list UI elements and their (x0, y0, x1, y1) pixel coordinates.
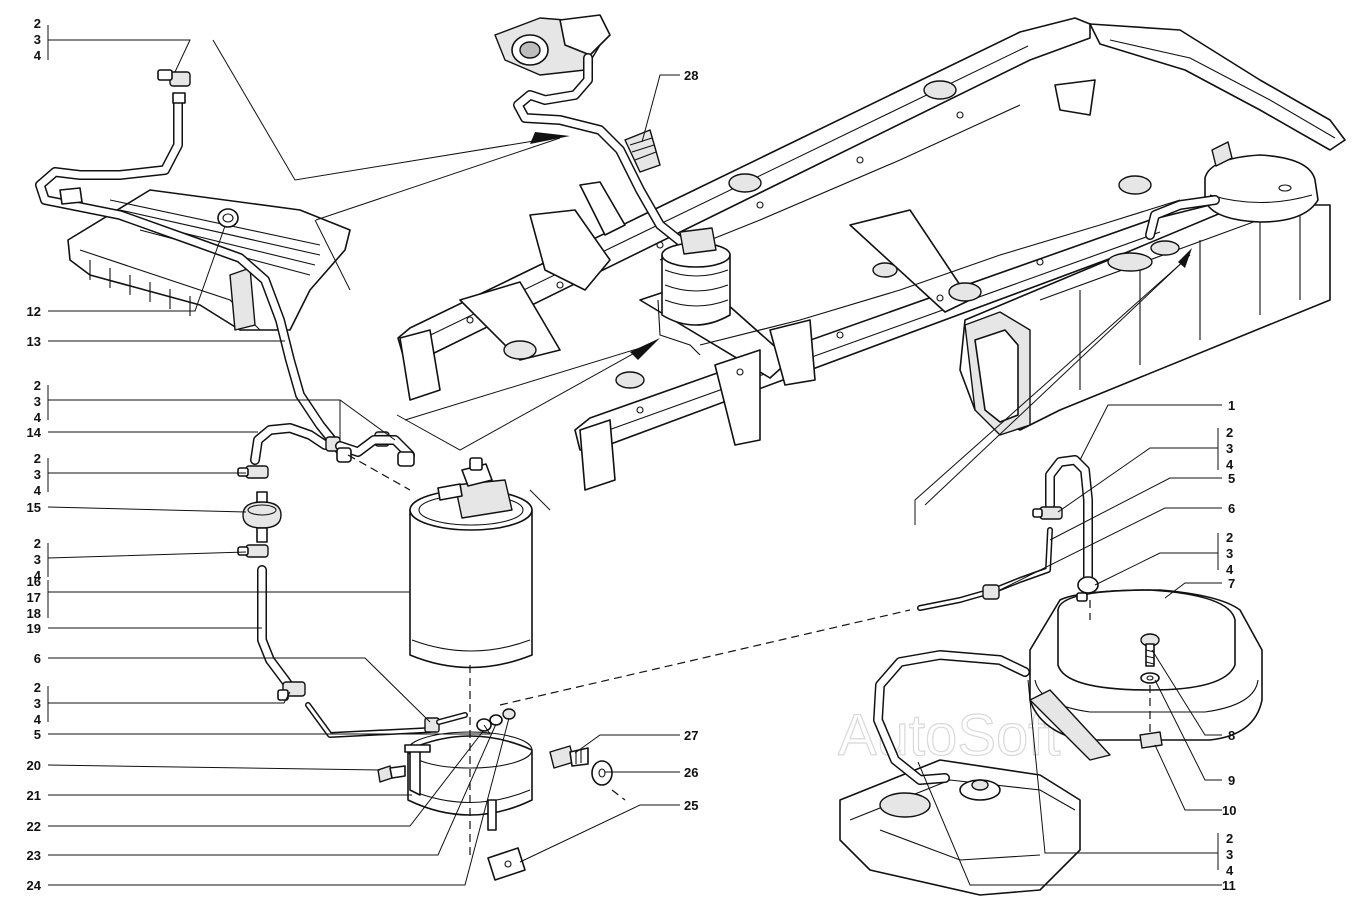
bolt-20 (377, 765, 406, 783)
callout-10: 10 (1222, 803, 1236, 818)
callout-25: 25 (684, 798, 698, 813)
canister-16-17-18 (409, 457, 533, 669)
callout-2-3-4-b2: 3 (34, 394, 41, 409)
assembly-lines (347, 454, 1151, 860)
callout-9: 9 (1228, 773, 1235, 788)
bolt-27 (549, 745, 589, 769)
purge-hose-mounted (513, 53, 690, 250)
fitting-left-c (237, 544, 269, 558)
callout-27: 27 (684, 728, 698, 743)
detail-pointers (212, 39, 1192, 525)
callout-11: 11 (1222, 878, 1236, 893)
clip-10 (1139, 731, 1163, 749)
washer-9 (1140, 672, 1160, 684)
callout-6-left: 6 (34, 651, 41, 666)
callout-r-2-3-4-c3: 4 (1226, 863, 1234, 878)
callout-7: 7 (1228, 576, 1235, 591)
callout-2-3-4-e3: 4 (34, 712, 42, 727)
separator-mounted (1204, 141, 1319, 223)
callout-23: 23 (27, 848, 41, 863)
callout-2-3-4-e1: 2 (34, 680, 41, 695)
hose-11 (873, 650, 1030, 785)
callout-2-3-4-c2: 3 (34, 467, 41, 482)
callout-2-3-4-d3: 4 (34, 568, 42, 583)
labels-right: 1 2 3 4 5 6 2 3 4 7 8 9 10 2 3 4 11 (1222, 398, 1236, 893)
hose-1 (1045, 455, 1093, 585)
callout-r-2-3-4-b2: 3 (1226, 546, 1233, 561)
bracket-21 (404, 731, 533, 831)
callout-28: 28 (684, 68, 698, 83)
callout-14: 14 (27, 425, 42, 440)
callout-r-2-3-4-c1: 2 (1226, 831, 1233, 846)
callout-16: 16 (27, 574, 41, 589)
callout-5-left: 5 (34, 727, 41, 742)
callout-2-3-4-c1: 2 (34, 451, 41, 466)
callout-r-2-3-4-a1: 2 (1226, 425, 1233, 440)
fitting-top-left (157, 69, 191, 104)
fitting-left-b (237, 465, 269, 479)
screw-8 (1140, 633, 1160, 667)
callout-13: 13 (27, 334, 41, 349)
clip-12 (217, 208, 239, 228)
callout-2-3-4-b1: 2 (34, 378, 41, 393)
callout-12: 12 (27, 304, 41, 319)
hose-19 (257, 565, 297, 695)
throttle-body (494, 14, 611, 76)
hose-clamps-14 (325, 431, 415, 467)
tube-6-right (917, 527, 1053, 611)
labels-middle: 28 27 26 25 (684, 68, 698, 813)
fuel-tank-mounted (959, 204, 1331, 436)
callout-21: 21 (27, 788, 41, 803)
fuel-tank-fragment (839, 759, 1081, 896)
fitting-left-d (277, 681, 306, 701)
callout-8: 8 (1228, 728, 1235, 743)
vehicle-frame (397, 17, 1346, 491)
filter-15 (242, 491, 282, 543)
callout-19: 19 (27, 621, 41, 636)
bracket-foot-24 (487, 847, 526, 881)
callout-18: 18 (27, 606, 41, 621)
callout-2-3-4-top-a3: 4 (34, 48, 42, 63)
leader-lines (47, 25, 1222, 886)
callout-r-2-3-4-a3: 4 (1226, 457, 1234, 472)
callout-17: 17 (27, 590, 41, 605)
mounted-canister (657, 227, 731, 356)
callout-2-3-4-d1: 2 (34, 536, 41, 551)
fitting-right-b (1076, 576, 1099, 602)
callout-2-3-4-top-a1: 2 (34, 16, 41, 31)
labels-left: 2 3 4 12 13 2 3 4 14 2 3 4 15 2 3 4 16 1… (27, 16, 42, 893)
callout-24: 24 (27, 878, 42, 893)
callout-20: 20 (27, 758, 41, 773)
callout-2-3-4-top-a2: 3 (34, 32, 41, 47)
callout-15: 15 (27, 500, 41, 515)
callout-1: 1 (1228, 398, 1235, 413)
callout-6-right: 6 (1228, 501, 1235, 516)
hose-14 (250, 423, 330, 465)
callout-r-2-3-4-c2: 3 (1226, 847, 1233, 862)
callout-2-3-4-b3: 4 (34, 410, 42, 425)
callout-5-right: 5 (1228, 471, 1235, 486)
washers-22-23-24 (476, 708, 516, 732)
callout-2-3-4-c3: 4 (34, 483, 42, 498)
watermark: AutoSoft (838, 703, 1060, 768)
hose-13 (35, 95, 345, 455)
clip-28 (624, 129, 661, 173)
fitting-right-a (1032, 506, 1063, 520)
callout-2-3-4-e2: 3 (34, 696, 41, 711)
callout-r-2-3-4-a2: 3 (1226, 441, 1233, 456)
callout-r-2-3-4-b1: 2 (1226, 530, 1233, 545)
callout-26: 26 (684, 765, 698, 780)
callout-22: 22 (27, 819, 41, 834)
tube-6-left (305, 702, 468, 738)
washer-26 (591, 760, 613, 786)
callout-2-3-4-d2: 3 (34, 552, 41, 567)
hose-bracket (59, 187, 83, 205)
callout-r-2-3-4-b3: 4 (1226, 562, 1234, 577)
